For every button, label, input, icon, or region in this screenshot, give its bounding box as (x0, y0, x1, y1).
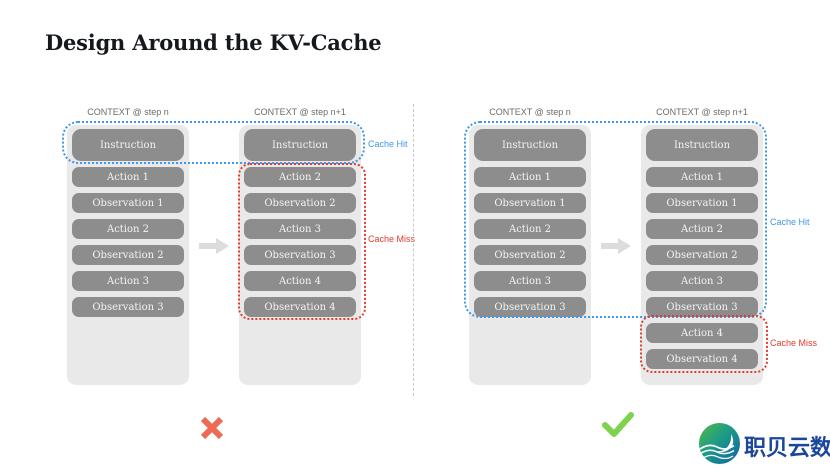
logo: 职贝云数 (698, 422, 830, 470)
pill-observation: Observation 2 (72, 245, 184, 265)
pill-action: Action 2 (72, 219, 184, 239)
pill-action: Action 1 (474, 167, 586, 187)
pill-observation: Observation 4 (646, 349, 758, 369)
page-title: Design Around the KV-Cache (45, 30, 382, 55)
cache-miss-label-right: Cache Miss (770, 338, 818, 348)
context-step-n1-label-left: CONTEXT @ step n+1 (254, 107, 346, 117)
pill-instruction: Instruction (474, 129, 586, 161)
cache-hit-label-right: Cache Hit (770, 217, 810, 227)
logo-globe-icon (698, 422, 741, 470)
pill-observation: Observation 1 (72, 193, 184, 213)
pill-action: Action 2 (474, 219, 586, 239)
cache-hit-label-left: Cache Hit (368, 139, 408, 149)
context-column-right-step-n: Instruction Action 1 Observation 1 Actio… (469, 125, 591, 385)
arrow-right-icon (199, 238, 229, 259)
pill-observation: Observation 2 (474, 245, 586, 265)
context-column-right-step-n1: Instruction Action 1 Observation 1 Actio… (641, 125, 763, 385)
context-step-n-label-right: CONTEXT @ step n (489, 107, 571, 117)
pill-instruction: Instruction (646, 129, 758, 161)
pill-action: Action 3 (72, 271, 184, 291)
pill-observation: Observation 2 (244, 193, 356, 213)
cross-icon (198, 414, 226, 447)
context-column-left-step-n1: Instruction Action 2 Observation 2 Actio… (239, 125, 361, 385)
pill-action: Action 4 (646, 323, 758, 343)
pill-action: Action 1 (72, 167, 184, 187)
pill-observation: Observation 3 (646, 297, 758, 317)
pill-observation: Observation 1 (474, 193, 586, 213)
pill-action: Action 1 (646, 167, 758, 187)
pill-observation: Observation 3 (244, 245, 356, 265)
logo-text: 职贝云数 (744, 436, 830, 461)
cache-miss-label-left: Cache Miss (368, 234, 416, 244)
pill-observation: Observation 2 (646, 245, 758, 265)
vertical-divider (413, 104, 414, 396)
pill-action: Action 2 (244, 167, 356, 187)
pill-observation: Observation 3 (72, 297, 184, 317)
arrow-right-icon (601, 238, 631, 259)
pill-action: Action 3 (646, 271, 758, 291)
context-column-left-step-n: Instruction Action 1 Observation 1 Actio… (67, 125, 189, 385)
context-step-n1-label-right: CONTEXT @ step n+1 (656, 107, 748, 117)
pill-instruction: Instruction (72, 129, 184, 161)
pill-action: Action 3 (474, 271, 586, 291)
pill-action: Action 2 (646, 219, 758, 239)
pill-observation: Observation 4 (244, 297, 356, 317)
pill-action: Action 3 (244, 219, 356, 239)
pill-observation: Observation 3 (474, 297, 586, 317)
check-icon (601, 411, 634, 444)
pill-instruction: Instruction (244, 129, 356, 161)
pill-action: Action 4 (244, 271, 356, 291)
context-step-n-label-left: CONTEXT @ step n (87, 107, 169, 117)
pill-observation: Observation 1 (646, 193, 758, 213)
